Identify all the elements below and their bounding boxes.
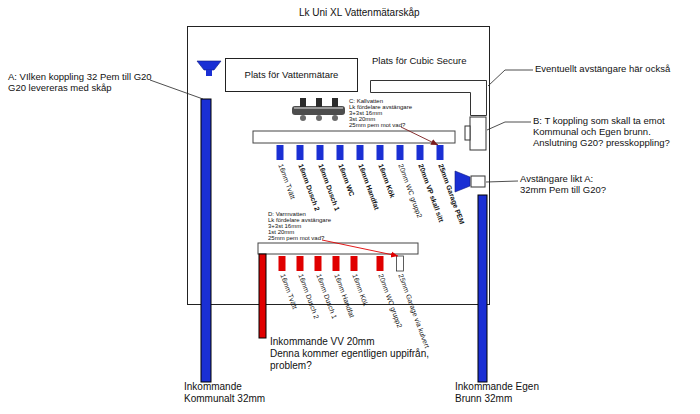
hot-outlet-empty: [397, 256, 404, 271]
hot-manifold: [258, 243, 418, 254]
spec-note: 3st 20mm: [349, 116, 375, 122]
cold-outlet: [297, 145, 304, 160]
cold-manifold: [253, 131, 455, 143]
spec-note: 3+3st 16mm: [268, 223, 301, 229]
outlet-label: 16mm Tvätt: [277, 163, 296, 200]
cold-pipe: [478, 195, 487, 382]
leader-line: [486, 181, 518, 182]
outlet-label: 25mm Garage via kulvert: [397, 273, 430, 349]
spec-note: 25mm pem mot vad?: [349, 122, 405, 128]
hot-outlet: [377, 256, 384, 271]
outlet-label: 16mm Dusch 2: [297, 163, 320, 212]
coupling-box: [471, 176, 485, 187]
outlet-label: 16mm Kök: [351, 273, 369, 307]
cold-outlet: [437, 145, 444, 160]
manifold-photo: [300, 115, 306, 121]
hot-outlet: [333, 256, 340, 271]
note-arrow: [401, 127, 438, 145]
meter-place-box: Plats för Vattenmätare: [225, 58, 358, 92]
outlet-label: 16mm Kök: [377, 163, 396, 199]
hot-outlet: [351, 256, 358, 271]
cold-outlet: [417, 145, 424, 160]
manifold-photo: [292, 106, 345, 115]
hot-outlet: [279, 256, 286, 271]
hot-outlet: [315, 256, 322, 271]
leader-line: [150, 80, 203, 99]
spec-note: 3+3st 16mm: [349, 110, 382, 116]
callout-note: B: T koppling som skall ta emot Kommunal…: [533, 116, 675, 149]
callout-note: Denna kommer egentligen uppifrån, proble…: [270, 348, 435, 371]
pipe-label: Inkommande Kommunalt 32mm: [184, 381, 269, 404]
pipe-label: Inkommande VV 20mm: [270, 336, 375, 348]
node-text: Plats för Vattenmätare: [226, 59, 357, 91]
l-shape-outline: [371, 81, 487, 116]
callout-note: Eventuellt avstängare här också: [535, 64, 670, 75]
outlet-label: 16mm Handfat: [357, 163, 380, 211]
spec-note: 1st 20mm: [268, 229, 294, 235]
manifold-photo: [300, 98, 306, 107]
hot-outlet: [297, 256, 304, 271]
manifold-photo: [294, 107, 343, 109]
spec-note: D: Varmvatten: [268, 211, 306, 217]
cold-outlet: [357, 145, 364, 160]
note-arrow: [322, 240, 398, 256]
valve-stem: [206, 70, 212, 76]
outlet-label: 16mm WC: [337, 163, 355, 197]
node-text: Plats för Cubic Secure: [372, 56, 467, 67]
manifold-photo: [332, 115, 338, 121]
t-coupling: [470, 117, 486, 150]
cold-pipe: [201, 99, 211, 382]
outlet-label: 16mm Dusch 1: [317, 163, 340, 212]
valve-symbol: [197, 61, 221, 70]
callout-note: Avstängare likt A: 32mm Pem till G20?: [520, 174, 610, 196]
manifold-photo: [316, 98, 322, 107]
cold-outlet: [337, 145, 344, 160]
cabinet-title: Lk Uni XL Vattenmätarskåp: [299, 7, 420, 19]
spec-note: Lk fördelare avstängare: [349, 104, 412, 110]
cold-outlet: [277, 145, 284, 160]
manifold-photo: [332, 98, 338, 107]
cold-outlet: [377, 145, 384, 160]
leader-line: [488, 70, 533, 86]
outlet-label: 16mm Tvätt: [279, 273, 298, 310]
callout-note: A: VIlken koppling 32 Pem till G20 G20 l…: [8, 72, 160, 94]
leader-line: [487, 122, 531, 130]
cold-outlet: [397, 145, 404, 160]
pipe-label: Inkommande Egen Brunn 32mm: [455, 381, 543, 404]
spec-note: 25mm pem mot vad?: [268, 235, 324, 241]
cold-outlet: [317, 145, 324, 160]
hot-pipe: [259, 254, 266, 338]
manifold-photo: [316, 115, 322, 121]
valve-symbol: [455, 171, 470, 192]
spec-note: Lk fördelare avstängare: [268, 217, 331, 223]
t-coupling-branch: [465, 126, 470, 140]
spec-note: C: Kallvatten: [349, 98, 383, 104]
